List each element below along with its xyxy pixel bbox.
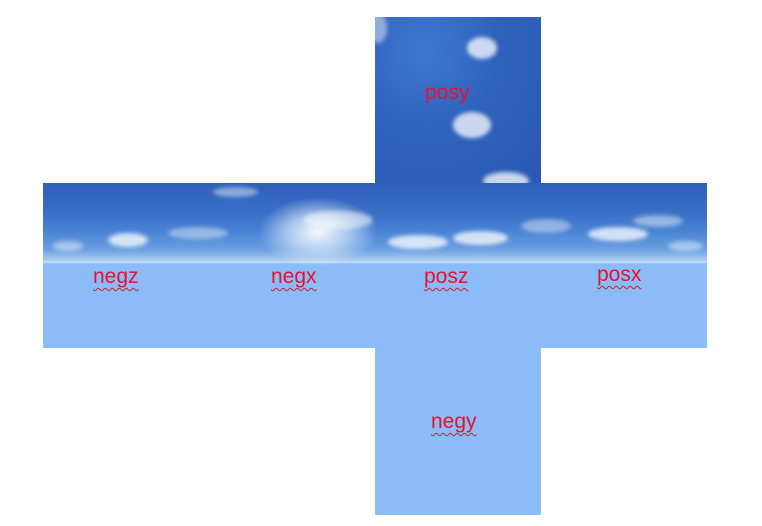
cloud-icon bbox=[168, 227, 228, 239]
cloud-icon bbox=[388, 235, 448, 249]
face-label-posy: posy bbox=[425, 81, 470, 104]
cube-band-horizontal: negz negx posz posx bbox=[43, 183, 707, 348]
face-label-negy: negy bbox=[431, 410, 477, 433]
cloud-icon bbox=[467, 37, 497, 59]
cloud-icon bbox=[633, 215, 683, 227]
cloud-icon bbox=[483, 172, 529, 183]
face-label-negx: negx bbox=[271, 265, 317, 288]
cloud-icon bbox=[213, 187, 258, 197]
face-label-negz: negz bbox=[93, 265, 139, 288]
cloud-icon bbox=[588, 227, 648, 241]
cloud-icon bbox=[521, 219, 571, 233]
face-label-posz: posz bbox=[424, 265, 469, 288]
cloud-icon bbox=[108, 233, 148, 247]
cloud-icon bbox=[303, 211, 373, 229]
cloud-icon bbox=[375, 17, 387, 43]
cloud-icon bbox=[453, 231, 508, 245]
cube-face-posy: posy bbox=[375, 17, 541, 183]
face-label-posx: posx bbox=[597, 263, 642, 286]
sun-glow bbox=[258, 197, 378, 267]
cube-face-negy: negy bbox=[375, 348, 541, 515]
cloud-icon bbox=[668, 241, 703, 251]
cloud-icon bbox=[453, 112, 491, 138]
cloud-icon bbox=[53, 241, 83, 251]
